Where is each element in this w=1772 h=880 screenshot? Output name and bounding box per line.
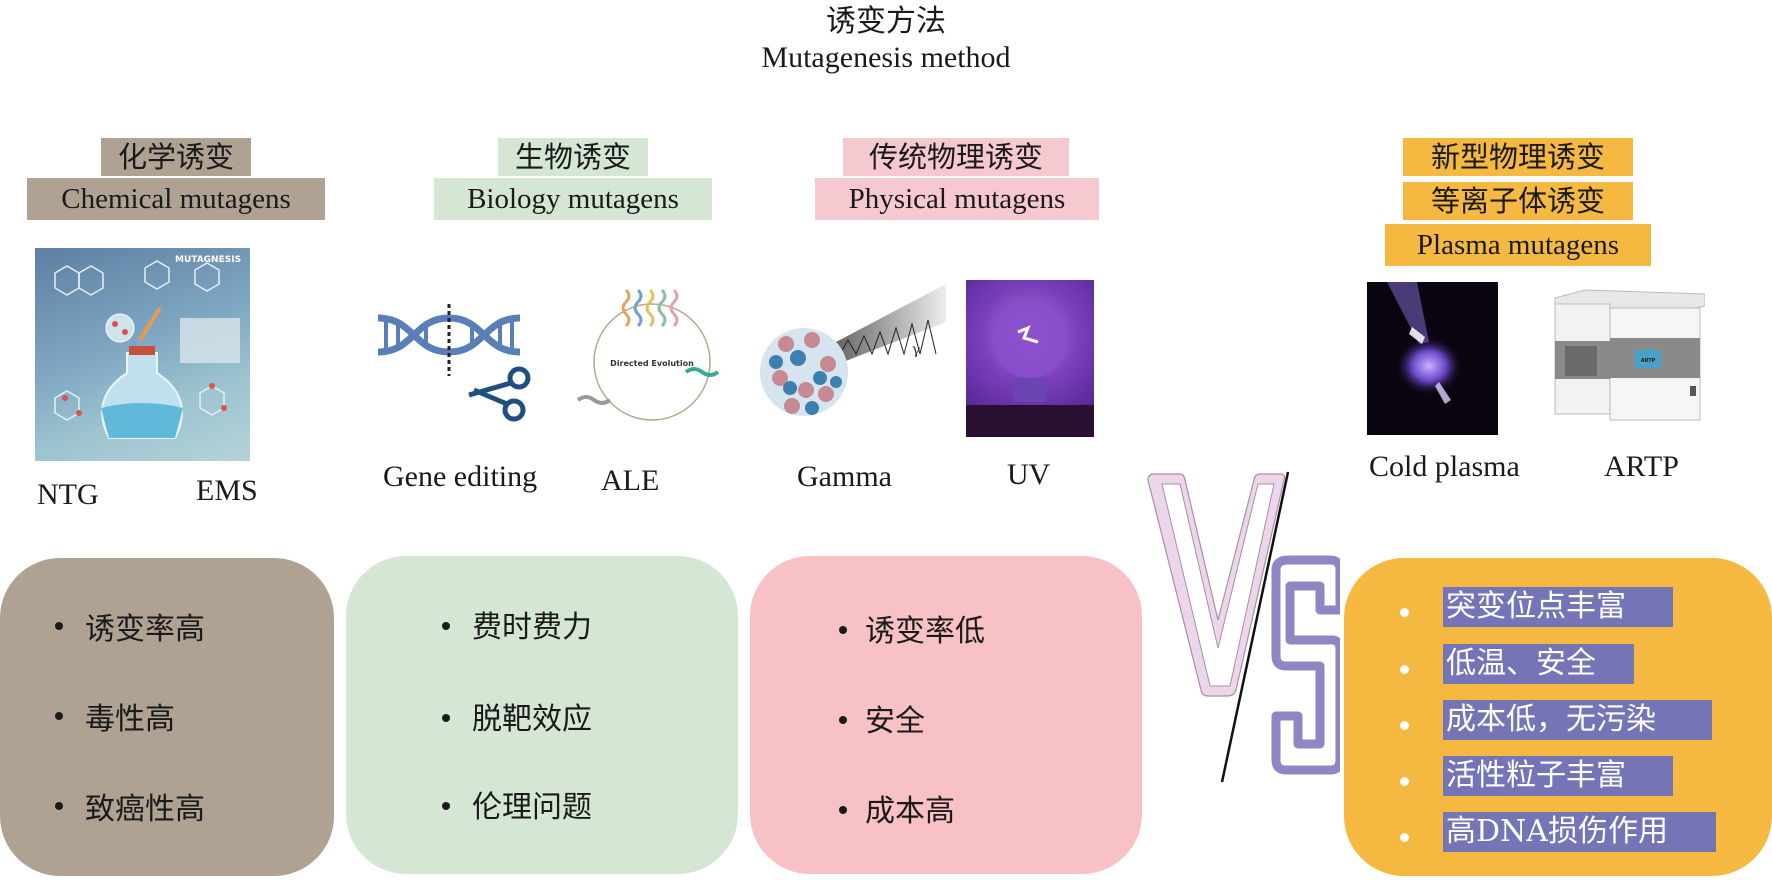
vs-divider-slash [1220, 471, 1290, 783]
ale-directed-evolution-image: Directed Evolution [568, 282, 736, 434]
physical-example-gamma: Gamma [797, 460, 892, 493]
physical-label-cn: 传统物理诱变 [843, 138, 1069, 176]
biology-example-gene-editing: Gene editing [383, 460, 538, 493]
plasma-point: 活性粒子丰富 [1443, 756, 1673, 796]
chemical-example-ntg: NTG [37, 478, 99, 511]
gamma-symbol: γ [912, 342, 920, 358]
plasma-point: 低温、安全 [1443, 644, 1634, 684]
diagram-title-cn: 诱变方法 [826, 4, 946, 39]
uv-lamp-image [966, 280, 1094, 437]
physical-label-en: Physical mutagens [815, 178, 1099, 220]
biology-label-cn: 生物诱变 [498, 138, 648, 176]
chemical-card: 诱变率高 毒性高 致癌性高 [0, 558, 334, 876]
flask-icon: MUTAGNESIS [54, 255, 241, 439]
biology-example-ale: ALE [601, 464, 660, 497]
plasma-bullet [1400, 608, 1409, 617]
plasma-card: 突变位点丰富 低温、安全 成本低，无污染 活性粒子丰富 高DNA损伤作用 [1344, 558, 1772, 876]
scissors-icon [468, 366, 531, 422]
biology-card: 费时费力 脱靶效应 伦理问题 [346, 556, 738, 874]
physical-example-uv: UV [1007, 458, 1051, 491]
chemical-image-text: MUTAGNESIS [175, 255, 241, 265]
gene-editing-image [374, 300, 536, 422]
artp-device-image: ARTP [1545, 286, 1705, 426]
plasma-bullet [1400, 833, 1409, 842]
plasma-label-cn-2: 等离子体诱变 [1403, 182, 1633, 220]
gamma-nucleus-image: γ [756, 282, 951, 442]
artp-screen-text: ARTP [1641, 358, 1656, 364]
plasma-point: 高DNA损伤作用 [1443, 812, 1716, 852]
chemical-label-cn: 化学诱变 [101, 138, 251, 176]
plasma-bullet [1400, 721, 1409, 730]
nucleus-icon [760, 328, 848, 416]
plasma-point: 突变位点丰富 [1443, 587, 1673, 627]
plasma-example-artp: ARTP [1604, 450, 1679, 483]
vs-graphic: V S [1140, 460, 1340, 790]
diagram-title-en: Mutagenesis method [761, 41, 1011, 74]
vs-letter-s [1271, 555, 1340, 775]
physical-card: 诱变率低 安全 成本高 [750, 556, 1142, 874]
plasma-point: 成本低，无污染 [1443, 700, 1712, 740]
plasma-bullet [1400, 665, 1409, 674]
ale-image-text: Directed Evolution [610, 359, 694, 368]
plasma-label-cn-1: 新型物理诱变 [1403, 138, 1633, 176]
chemical-label-en: Chemical mutagens [27, 178, 325, 220]
biology-label-en: Biology mutagens [434, 178, 712, 220]
chemical-mutagenesis-image: MUTAGNESIS [35, 248, 250, 461]
plasma-bullet [1400, 777, 1409, 786]
chemical-example-ems: EMS [196, 474, 258, 507]
cold-plasma-image [1367, 282, 1498, 435]
plasma-label-en: Plasma mutagens [1385, 224, 1651, 266]
plasma-example-cold-plasma: Cold plasma [1369, 450, 1520, 483]
